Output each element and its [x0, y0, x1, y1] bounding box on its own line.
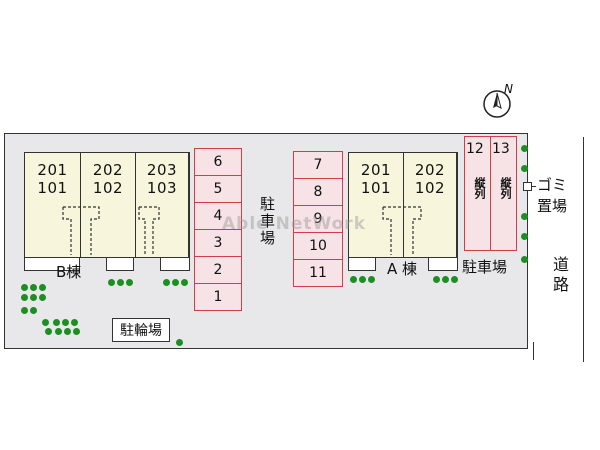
parking-stall: 3 — [194, 229, 242, 257]
building-a-unit-2: 202 102 — [404, 153, 457, 257]
parking-stall: 8 — [293, 178, 343, 206]
unit-upper-number: 202 — [414, 161, 446, 179]
building-a-porch — [348, 257, 376, 271]
building-b-porch — [24, 257, 80, 271]
parking-label-a: 駐車場 — [462, 258, 508, 276]
north-compass-icon: N — [482, 82, 518, 120]
parking-stall: 6 — [194, 148, 242, 176]
building-b-label: B棟 — [56, 263, 82, 281]
parking-stall: 5 — [194, 175, 242, 203]
parking-stall: 1 — [194, 283, 242, 311]
building-b: 201 101 202 102 203 103 — [24, 152, 190, 258]
parking-stall: 7 — [293, 151, 343, 179]
tree-icon — [521, 145, 528, 152]
unit-upper-number: 202 — [92, 161, 124, 179]
tree-icon — [521, 256, 528, 263]
tree-icon — [45, 328, 52, 335]
parking-middle: 7 8 9 10 11 — [293, 151, 343, 287]
tree-icon — [117, 279, 124, 286]
tree-icon — [126, 279, 133, 286]
building-a-unit-1: 201 101 — [349, 153, 404, 257]
parking-stall: 9 — [293, 205, 343, 233]
tree-icon — [53, 319, 60, 326]
garbage-connector — [531, 186, 536, 187]
tree-icon — [442, 276, 449, 283]
tree-icon — [521, 165, 528, 172]
tree-icon — [172, 279, 179, 286]
tree-icon — [359, 276, 366, 283]
building-b-unit-2: 202 102 — [81, 153, 136, 257]
road-edge-short-line — [533, 342, 534, 360]
tree-icon — [30, 294, 37, 301]
garbage-label-2: 置場 — [537, 197, 568, 215]
building-b-porch — [160, 257, 190, 271]
stair-outline-icon — [62, 206, 160, 255]
tree-icon — [73, 328, 80, 335]
tree-icon — [39, 294, 46, 301]
tree-icon — [176, 339, 183, 346]
tree-icon — [71, 319, 78, 326]
unit-upper-number: 203 — [146, 161, 178, 179]
tree-icon — [62, 319, 69, 326]
north-label: N — [504, 82, 513, 96]
parking-stall: 4 — [194, 202, 242, 230]
tree-icon — [521, 233, 528, 240]
tree-icon — [30, 307, 37, 314]
tree-icon — [108, 279, 115, 286]
building-b-porch — [106, 257, 134, 271]
tree-icon — [64, 328, 71, 335]
tree-icon — [350, 276, 357, 283]
tree-icon — [30, 284, 37, 291]
tree-icon — [521, 213, 528, 220]
building-a-porch — [428, 257, 458, 271]
parking-stall: 10 — [293, 232, 343, 260]
tree-icon — [21, 284, 28, 291]
road-edge-line — [583, 137, 584, 362]
bicycle-parking: 駐輪場 — [112, 318, 170, 342]
parking-stall: 11 — [293, 259, 343, 287]
unit-lower-number: 101 — [360, 179, 392, 197]
garbage-label-1: ゴミ — [537, 176, 568, 194]
tree-icon — [39, 284, 46, 291]
tree-icon — [181, 279, 188, 286]
tree-icon — [42, 319, 49, 326]
tree-icon — [451, 276, 458, 283]
unit-upper-number: 201 — [37, 161, 68, 179]
unit-lower-number: 102 — [92, 179, 124, 197]
unit-lower-number: 102 — [414, 179, 446, 197]
parking-left: 6 5 4 3 2 1 — [194, 148, 242, 311]
building-b-unit-1: 201 101 — [25, 153, 81, 257]
tree-icon — [433, 276, 440, 283]
tree-icon — [55, 328, 62, 335]
building-a: 201 101 202 102 — [348, 152, 458, 258]
stair-outline-icon — [382, 206, 422, 255]
parking-stall: 13 縦列 — [490, 136, 517, 251]
road-label: 道路 — [550, 256, 569, 296]
tree-icon — [163, 279, 170, 286]
tree-icon — [368, 276, 375, 283]
tree-icon — [21, 307, 28, 314]
building-b-unit-3: 203 103 — [136, 153, 189, 257]
tree-icon — [21, 294, 28, 301]
unit-lower-number: 103 — [146, 179, 178, 197]
watermark: Able NetWork — [222, 214, 366, 234]
unit-upper-number: 201 — [360, 161, 392, 179]
parking-stall: 12 縦列 — [464, 136, 491, 251]
parking-label-vertical: 駐車場 — [258, 196, 276, 247]
building-a-label: A 棟 — [387, 260, 418, 278]
parking-stall: 2 — [194, 256, 242, 284]
unit-lower-number: 101 — [37, 179, 68, 197]
